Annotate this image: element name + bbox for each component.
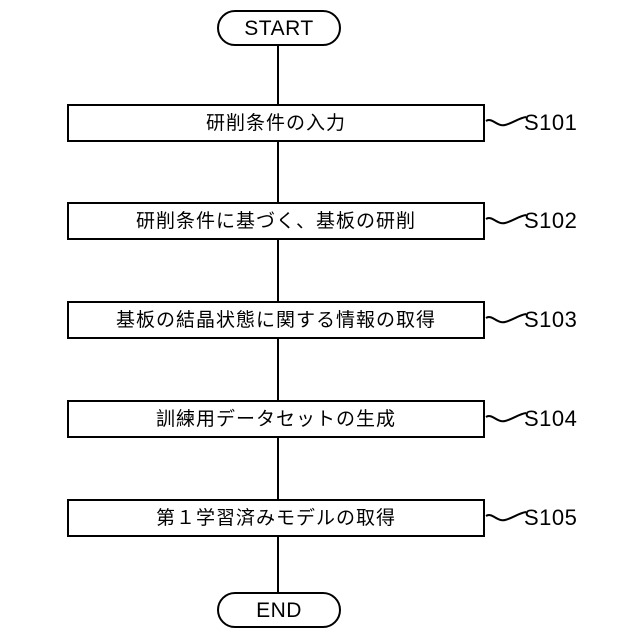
node-s102: 研削条件に基づく、基板の研削 [67,202,485,240]
leader-squiggle-s101 [485,108,527,134]
step-label-s105: S105 [524,505,578,530]
node-s103-label: 基板の結晶状態に関する情報の取得 [115,309,436,331]
leader-squiggle-s102 [485,206,527,232]
connector-s104-to-s105 [277,438,279,499]
connector-s102-to-s103 [277,240,279,301]
node-s101-label: 研削条件の入力 [205,112,346,134]
step-label-s102: S102 [524,208,578,233]
node-s105-label: 第１学習済みモデルの取得 [155,507,396,529]
connector-s105-to-end [277,537,279,592]
node-s102-label: 研削条件に基づく、基板の研削 [135,210,416,232]
node-end: END [217,592,341,628]
node-s104: 訓練用データセットの生成 [67,400,485,438]
connector-s101-to-s102 [277,142,279,202]
node-s101: 研削条件の入力 [67,104,485,142]
connector-start-to-s101 [277,46,279,104]
node-end-label: END [256,598,302,622]
node-start: START [217,10,341,46]
step-label-s104: S104 [524,406,578,431]
node-s103: 基板の結晶状態に関する情報の取得 [67,301,485,339]
connector-s103-to-s104 [277,339,279,400]
node-s104-label: 訓練用データセットの生成 [155,408,396,430]
node-start-label: START [244,16,314,40]
node-s105: 第１学習済みモデルの取得 [67,499,485,537]
step-label-s101: S101 [524,110,578,135]
leader-squiggle-s103 [485,305,527,331]
leader-squiggle-s104 [485,404,527,430]
leader-squiggle-s105 [485,503,527,529]
step-label-s103: S103 [524,307,578,332]
